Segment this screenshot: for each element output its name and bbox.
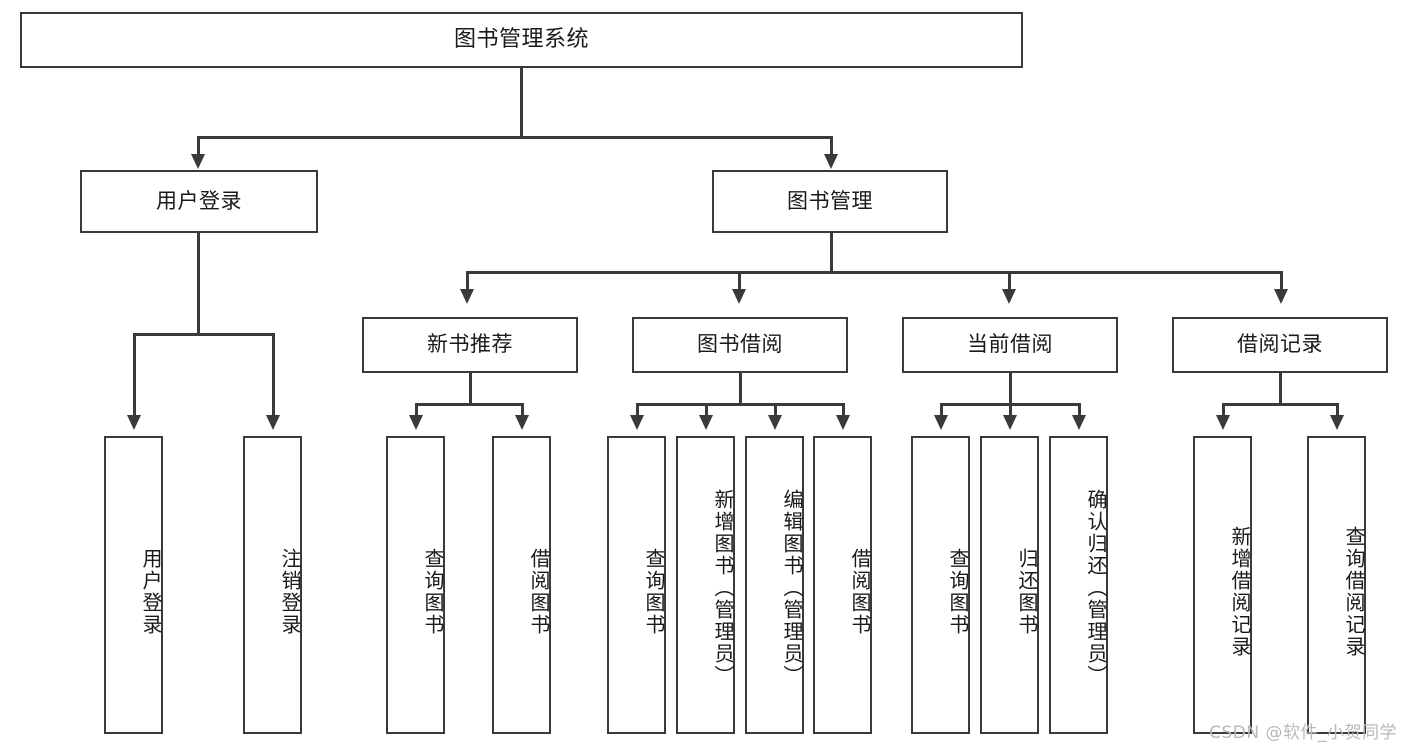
- edge-drop-bb-query: [636, 403, 639, 419]
- leaf-br-add-record[interactable]: 新增借阅记录: [1193, 436, 1252, 734]
- arrow-leaf-logout: [266, 415, 280, 430]
- node-borrow-record[interactable]: 借阅记录: [1172, 317, 1388, 373]
- edge-drop-bb-borrow: [842, 403, 845, 419]
- edge-drop-cb-confirm: [1078, 403, 1081, 419]
- arrow-leaf-user-login: [127, 415, 141, 430]
- edge-borrow-record-stem: [1279, 373, 1282, 405]
- edge-drop-user-login: [197, 136, 200, 156]
- edge-drop-borrow-record: [1280, 271, 1283, 291]
- edge-drop-book-borrow: [738, 271, 741, 291]
- leaf-bb-edit-book-admin[interactable]: 编辑图书（管理员）: [745, 436, 804, 734]
- arrow-br-add: [1216, 415, 1230, 430]
- edge-drop-new-book: [466, 271, 469, 291]
- leaf-cb-confirm-return-admin[interactable]: 确认归还（管理员）: [1049, 436, 1108, 734]
- arrow-cb-return: [1003, 415, 1017, 430]
- node-book-management[interactable]: 图书管理: [712, 170, 948, 233]
- edge-drop-nb-query: [415, 403, 418, 419]
- node-current-borrow[interactable]: 当前借阅: [902, 317, 1118, 373]
- node-new-book-recommend[interactable]: 新书推荐: [362, 317, 578, 373]
- leaf-nb-query-book[interactable]: 查询图书: [386, 436, 445, 734]
- edge-level2-rail: [197, 136, 833, 139]
- arrow-bb-add: [699, 415, 713, 430]
- arrow-bb-query: [630, 415, 644, 430]
- edge-drop-leaf-logout: [272, 333, 275, 419]
- edge-drop-bb-edit: [774, 403, 777, 419]
- arrow-bb-edit: [768, 415, 782, 430]
- edge-book-borrow-rail: [636, 403, 844, 406]
- edge-drop-bb-add: [705, 403, 708, 419]
- edge-drop-nb-borrow: [521, 403, 524, 419]
- leaf-bb-query-book[interactable]: 查询图书: [607, 436, 666, 734]
- edge-current-borrow-stem: [1009, 373, 1012, 405]
- edge-new-book-rail: [415, 403, 523, 406]
- arrow-user-login: [191, 154, 205, 169]
- arrow-book-management: [824, 154, 838, 169]
- arrow-new-book: [460, 289, 474, 304]
- arrow-current-borrow: [1002, 289, 1016, 304]
- edge-root-stem: [520, 68, 523, 138]
- edge-drop-current-borrow: [1008, 271, 1011, 291]
- edge-user-login-rail: [133, 333, 274, 336]
- arrow-bb-borrow: [836, 415, 850, 430]
- edge-drop-cb-query: [940, 403, 943, 419]
- leaf-br-query-record[interactable]: 查询借阅记录: [1307, 436, 1366, 734]
- edge-level3-rail: [466, 271, 1282, 274]
- edge-drop-br-query: [1336, 403, 1339, 419]
- node-user-login[interactable]: 用户登录: [80, 170, 318, 233]
- leaf-bb-add-book-admin[interactable]: 新增图书（管理员）: [676, 436, 735, 734]
- leaf-nb-borrow-book[interactable]: 借阅图书: [492, 436, 551, 734]
- leaf-cb-return-book[interactable]: 归还图书: [980, 436, 1039, 734]
- arrow-nb-borrow: [515, 415, 529, 430]
- node-root-book-management-system[interactable]: 图书管理系统: [20, 12, 1023, 68]
- arrow-cb-query: [934, 415, 948, 430]
- edge-drop-leaf-user-login: [133, 333, 136, 419]
- arrow-nb-query: [409, 415, 423, 430]
- edge-drop-book-management: [830, 136, 833, 156]
- edge-user-login-stem: [197, 233, 200, 335]
- leaf-user-login[interactable]: 用户登录: [104, 436, 163, 734]
- edge-drop-br-add: [1222, 403, 1225, 419]
- edge-borrow-record-rail: [1222, 403, 1337, 406]
- edge-drop-cb-return: [1009, 403, 1012, 419]
- arrow-book-borrow: [732, 289, 746, 304]
- leaf-cb-query-book[interactable]: 查询图书: [911, 436, 970, 734]
- node-book-borrow[interactable]: 图书借阅: [632, 317, 848, 373]
- leaf-logout[interactable]: 注销登录: [243, 436, 302, 734]
- csdn-watermark: CSDN @软件_小贺同学: [1209, 723, 1397, 743]
- arrow-cb-confirm: [1072, 415, 1086, 430]
- edge-book-management-stem: [830, 233, 833, 273]
- edge-new-book-stem: [469, 373, 472, 405]
- arrow-br-query: [1330, 415, 1344, 430]
- arrow-borrow-record: [1274, 289, 1288, 304]
- edge-book-borrow-stem: [739, 373, 742, 405]
- leaf-bb-borrow-book[interactable]: 借阅图书: [813, 436, 872, 734]
